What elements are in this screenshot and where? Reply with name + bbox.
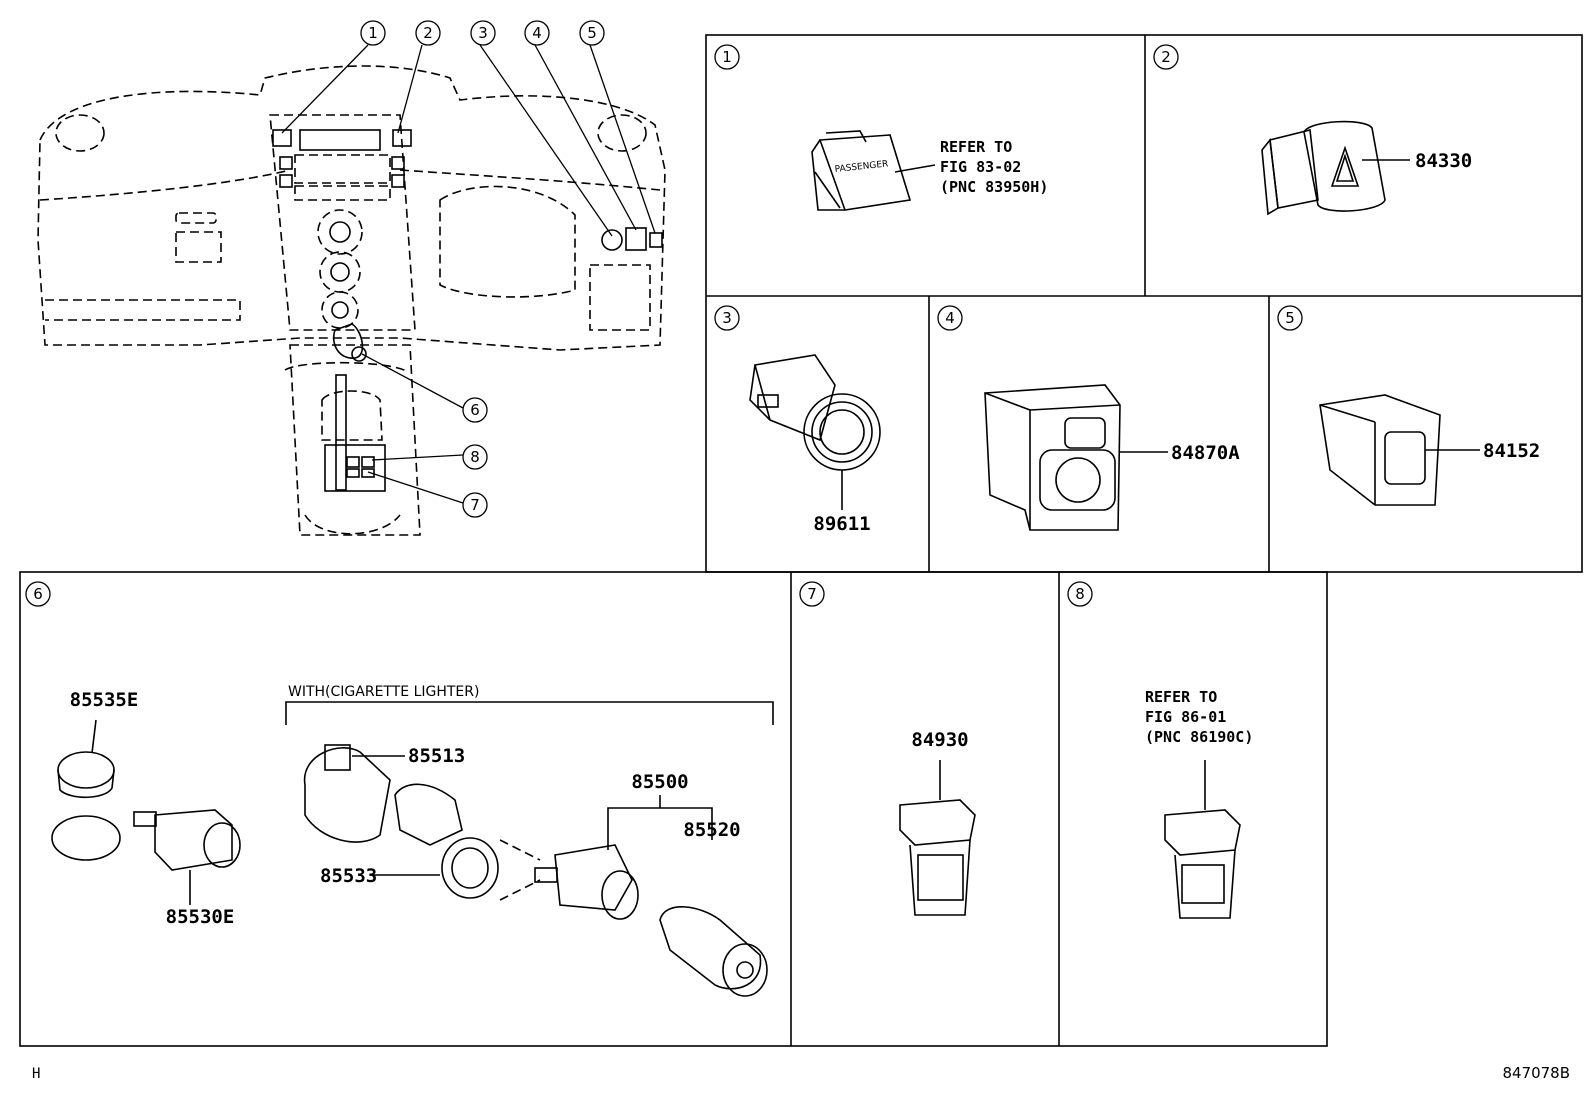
callout-8: 8 (470, 448, 480, 466)
hazard-switch-drawing (1261, 120, 1410, 216)
mirror-switch-drawing (984, 384, 1168, 531)
part-84870a: 84870A (1171, 442, 1240, 464)
callout-3: 3 (478, 24, 488, 42)
panel-number-2: 2 (1161, 48, 1171, 66)
part-85530e: 85530E (166, 906, 235, 928)
panel-number-3: 3 (722, 309, 732, 327)
cigarette-lighter-group-label: WITH(CIGARETTE LIGHTER) (288, 684, 479, 700)
panel8-refer-line3: (PNC 86190C) (1145, 728, 1253, 746)
part-84330: 84330 (1415, 150, 1472, 172)
panel-borders (19, 34, 1583, 1047)
callout-1: 1 (368, 24, 378, 42)
power-outlet-lighter-drawings (51, 701, 774, 997)
part-85500: 85500 (631, 771, 688, 793)
callout-5: 5 (587, 24, 597, 42)
panel-number-circles (25, 44, 1303, 607)
callout-6: 6 (470, 401, 480, 419)
callout-7: 7 (470, 496, 480, 514)
panel-number-1: 1 (722, 48, 732, 66)
dashboard-overview (37, 65, 666, 536)
panel-number-4: 4 (945, 309, 955, 327)
panel-number-8: 8 (1075, 585, 1085, 603)
rheostat-switch-drawing (1319, 394, 1480, 506)
callout-circles (360, 20, 605, 518)
part-85513: 85513 (408, 745, 465, 767)
panel1-refer-line1: REFER TO (940, 138, 1012, 156)
footer-figure-number: 847078B (1502, 1064, 1570, 1082)
passenger-airbag-switch-drawing (811, 130, 936, 211)
part-85520: 85520 (683, 819, 740, 841)
part-85533: 85533 (320, 865, 377, 887)
callout-2: 2 (423, 24, 433, 42)
part-84152: 84152 (1483, 440, 1540, 462)
panel-number-5: 5 (1285, 309, 1295, 327)
switch-panel8-drawing (1164, 760, 1241, 919)
part-85535e: 85535E (70, 689, 139, 711)
part-84930: 84930 (911, 729, 968, 751)
panel1-refer-line2: FIG 83-02 (940, 158, 1021, 176)
passenger-switch-label: PASSENGER (834, 159, 889, 175)
panel1-refer-line3: (PNC 83950H) (940, 178, 1048, 196)
callout-leaders (281, 44, 656, 504)
push-start-switch-drawing (749, 354, 881, 510)
panel-number-6: 6 (33, 585, 43, 603)
panel-number-7: 7 (807, 585, 817, 603)
panel8-refer-line1: REFER TO (1145, 688, 1217, 706)
switch-84930-drawing (899, 760, 976, 916)
panel8-refer-line2: FIG 86-01 (1145, 708, 1226, 726)
footer-left-code: H (32, 1066, 40, 1082)
part-89611: 89611 (813, 513, 870, 535)
callout-4: 4 (532, 24, 542, 42)
